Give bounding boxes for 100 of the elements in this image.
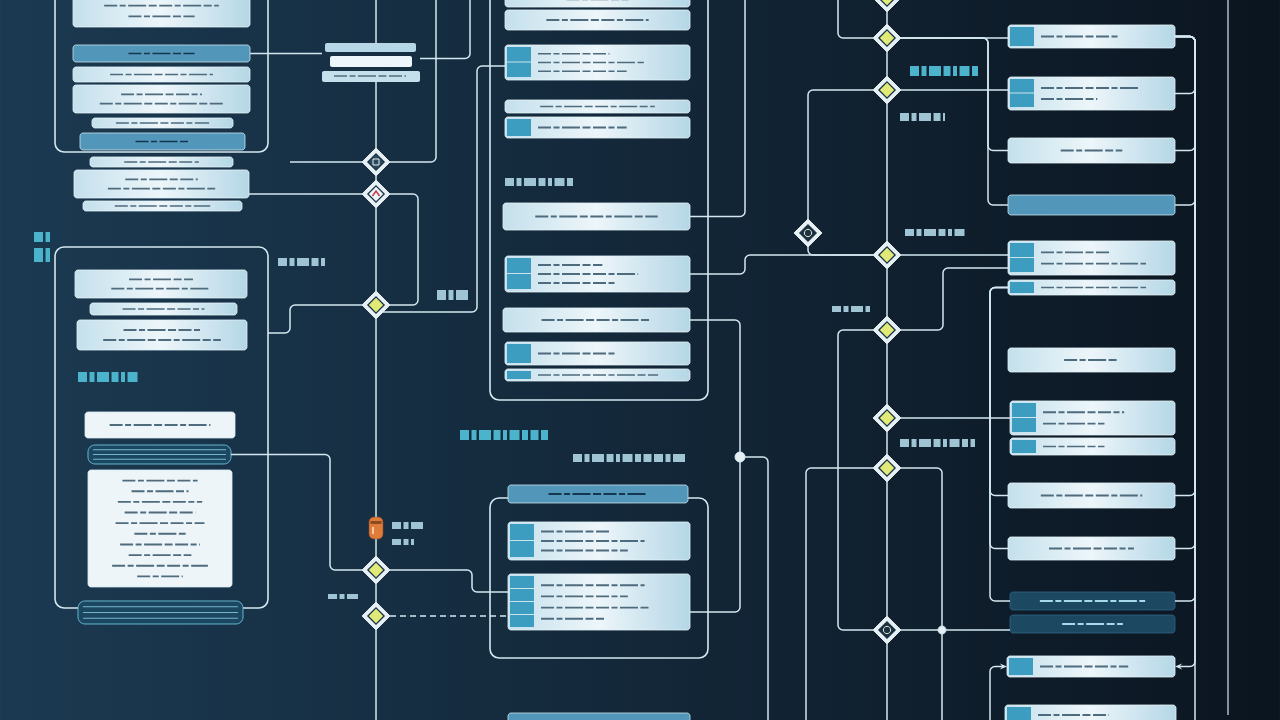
connector xyxy=(375,175,377,181)
process-box xyxy=(73,169,250,199)
process-box xyxy=(1009,614,1176,634)
header-bar xyxy=(507,712,691,720)
process-box xyxy=(1009,400,1176,436)
connector xyxy=(689,0,746,218)
process-box xyxy=(1007,482,1176,509)
process-box xyxy=(76,319,248,351)
connector xyxy=(900,254,1009,256)
connector xyxy=(945,629,1011,631)
decision-diamond xyxy=(872,0,902,13)
process-box xyxy=(72,0,251,28)
connector xyxy=(248,193,363,195)
process-box xyxy=(1007,240,1176,276)
process-box xyxy=(504,99,691,114)
connector xyxy=(900,467,943,627)
decision-diamond xyxy=(361,290,391,320)
process-box xyxy=(1007,536,1176,561)
decision-diamond xyxy=(872,315,902,345)
decision-diamond xyxy=(361,179,391,209)
process-box xyxy=(504,255,691,293)
connector xyxy=(886,103,888,242)
process-box xyxy=(504,9,691,31)
striped-bar xyxy=(77,600,244,625)
process-box xyxy=(1007,24,1176,49)
header-bar xyxy=(507,484,689,504)
process-box xyxy=(504,0,691,8)
decision-diamond xyxy=(872,403,902,433)
connector xyxy=(689,319,741,453)
stacked-bars xyxy=(322,43,420,82)
decision-diamond xyxy=(872,240,902,270)
connector xyxy=(375,0,377,44)
connector xyxy=(900,89,1009,91)
connector xyxy=(689,461,741,613)
connector xyxy=(807,89,874,220)
connector xyxy=(900,417,1011,419)
process-box xyxy=(89,302,238,316)
process-box xyxy=(507,573,691,631)
connector xyxy=(375,629,377,720)
group-frame xyxy=(489,0,709,401)
decision-diamond xyxy=(872,75,902,105)
group-frame xyxy=(54,0,269,153)
connector xyxy=(941,633,943,720)
connector xyxy=(886,11,888,25)
process-box xyxy=(507,521,691,561)
process-box xyxy=(72,84,251,114)
process-box xyxy=(82,200,243,212)
process-box xyxy=(87,469,233,588)
arrow xyxy=(989,663,1007,720)
connector xyxy=(389,0,437,163)
header-bar xyxy=(1007,194,1176,216)
connector xyxy=(289,161,363,163)
process-box xyxy=(1009,437,1176,456)
process-box xyxy=(502,202,691,231)
process-box xyxy=(504,341,691,366)
connector xyxy=(900,629,939,631)
dashed-connector xyxy=(389,615,509,617)
connector xyxy=(375,318,377,518)
process-box xyxy=(1004,704,1177,720)
connector xyxy=(886,51,888,77)
connector xyxy=(249,52,323,55)
process-box xyxy=(1007,76,1176,111)
process-box xyxy=(504,116,691,139)
connector xyxy=(900,267,1009,331)
process-box xyxy=(1006,655,1176,678)
connector xyxy=(886,343,888,405)
connector xyxy=(805,467,874,720)
connector xyxy=(382,65,506,313)
connector xyxy=(837,329,874,631)
process-box xyxy=(504,44,691,81)
process-box xyxy=(74,269,248,299)
connector xyxy=(267,304,363,334)
decision-diamond xyxy=(361,147,391,177)
marker-icon xyxy=(368,516,384,540)
connector xyxy=(886,643,888,720)
connector xyxy=(807,246,874,256)
connector xyxy=(230,453,363,571)
connector xyxy=(900,37,1009,152)
process-box xyxy=(504,368,691,382)
decision-diamond xyxy=(872,615,902,645)
process-box xyxy=(1007,347,1176,373)
connector xyxy=(989,286,1009,550)
process-box xyxy=(1007,279,1176,296)
decision-diamond xyxy=(361,555,391,585)
connector xyxy=(375,538,377,557)
process-box xyxy=(91,117,234,129)
striped-bar xyxy=(87,444,232,465)
connector xyxy=(886,268,888,317)
connector xyxy=(837,0,874,39)
decision-diamond xyxy=(872,23,902,53)
process-box xyxy=(1009,591,1176,611)
process-box xyxy=(72,66,251,83)
connector xyxy=(375,207,377,292)
process-box xyxy=(502,307,691,333)
decision-diamond xyxy=(872,453,902,483)
connector xyxy=(886,431,888,455)
connector xyxy=(389,193,419,306)
decision-diamond xyxy=(361,601,391,631)
connector xyxy=(375,583,377,603)
header-bar xyxy=(79,132,246,151)
